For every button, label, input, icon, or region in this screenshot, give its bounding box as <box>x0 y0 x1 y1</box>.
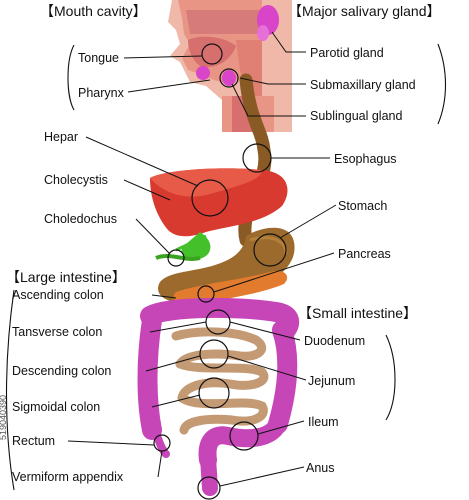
tongue-shape <box>188 36 236 68</box>
watermark-id: 519040390 <box>0 395 8 440</box>
large-intestine-bracket <box>5 289 15 491</box>
liver-illustration <box>150 168 288 237</box>
label-ileum: Ileum <box>308 415 339 429</box>
gallbladder-illustration <box>155 232 211 261</box>
pancreas-shape <box>173 270 288 305</box>
label-cholecystis: Cholecystis <box>44 173 108 187</box>
salivary-bracket <box>437 43 447 125</box>
submaxillary-gland-shape <box>222 70 236 86</box>
header-major-salivary-gland: 【Major salivary gland】 <box>288 3 441 19</box>
label-parotid-gland: Parotid gland <box>310 46 384 60</box>
large-intestine-illustration <box>137 297 300 496</box>
label-pharynx: Pharynx <box>78 86 125 100</box>
label-sigmoidal-colon: Sigmoidal colon <box>12 400 100 414</box>
header-large-intestine: 【Large intestine】 <box>6 269 126 285</box>
label-stomach: Stomach <box>338 199 387 213</box>
label-rectum: Rectum <box>12 434 55 448</box>
label-esophagus: Esophagus <box>334 152 397 166</box>
label-descending-colon: Descending colon <box>12 364 111 378</box>
label-choledochus: Choledochus <box>44 212 117 226</box>
label-hepar: Hepar <box>44 130 78 144</box>
label-duodenum: Duodenum <box>304 334 365 348</box>
sublingual-gland-shape <box>196 66 210 80</box>
leader-lines <box>67 31 337 487</box>
small-intestine-bracket <box>385 334 396 421</box>
header-small-intestine: 【Small intestine】 <box>298 305 417 321</box>
label-jejunum: Jejunum <box>308 374 355 388</box>
header-mouth-cavity: 【Mouth cavity】 <box>40 3 147 19</box>
label-sublingual-gland: Sublingual gland <box>310 109 402 123</box>
label-pancreas: Pancreas <box>338 247 391 261</box>
label-tansverse-colon: Tansverse colon <box>12 325 102 339</box>
mouth-bracket <box>67 44 75 111</box>
label-ascending-colon: Ascending colon <box>12 288 104 302</box>
label-anus: Anus <box>306 461 335 475</box>
salivary-glands <box>196 5 279 86</box>
small-intestine-illustration <box>171 327 269 435</box>
label-vermiform-appendix: Vermiform appendix <box>12 470 124 484</box>
label-tongue: Tongue <box>78 51 119 65</box>
label-submaxillary-gland: Submaxillary gland <box>310 78 416 92</box>
